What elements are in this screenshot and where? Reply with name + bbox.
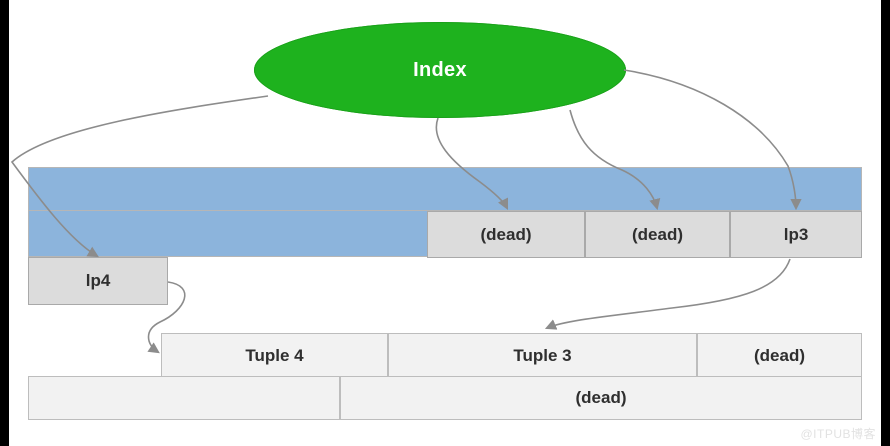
cell-label: lp3 <box>783 224 809 244</box>
line-pointer-cell-lp3[interactable]: lp3 <box>730 211 862 258</box>
tuple-cell-tuple4[interactable]: Tuple 4 <box>161 333 388 378</box>
cell-label: (dead) <box>754 345 805 365</box>
right-edge-bar <box>881 0 890 446</box>
tuple-cell-tuple3[interactable]: Tuple 3 <box>388 333 697 378</box>
line-pointer-cell-dead-2[interactable]: (dead) <box>585 211 730 258</box>
line-pointer-cell-lp4[interactable]: lp4 <box>28 257 168 305</box>
page-band-upper <box>28 167 862 211</box>
arrow-lp3-to-tuple3 <box>544 258 791 330</box>
line-pointer-cell-dead-1[interactable]: (dead) <box>427 211 585 258</box>
cell-label: Tuple 4 <box>245 345 304 365</box>
cell-label: lp4 <box>85 271 111 290</box>
bottom-cell-dead[interactable]: (dead) <box>340 376 862 420</box>
tuple-cell-dead[interactable]: (dead) <box>697 333 862 378</box>
bottom-cell-empty[interactable] <box>28 376 340 420</box>
left-edge-bar <box>0 0 9 446</box>
watermark: @ITPUB博客 <box>800 427 876 441</box>
index-node-label: Index <box>413 58 467 81</box>
cell-label: (dead) <box>575 388 627 407</box>
cell-label: Tuple 3 <box>513 345 572 365</box>
cell-label: (dead) <box>480 224 532 244</box>
cell-label: (dead) <box>632 224 683 244</box>
index-node[interactable]: Index <box>254 22 626 118</box>
